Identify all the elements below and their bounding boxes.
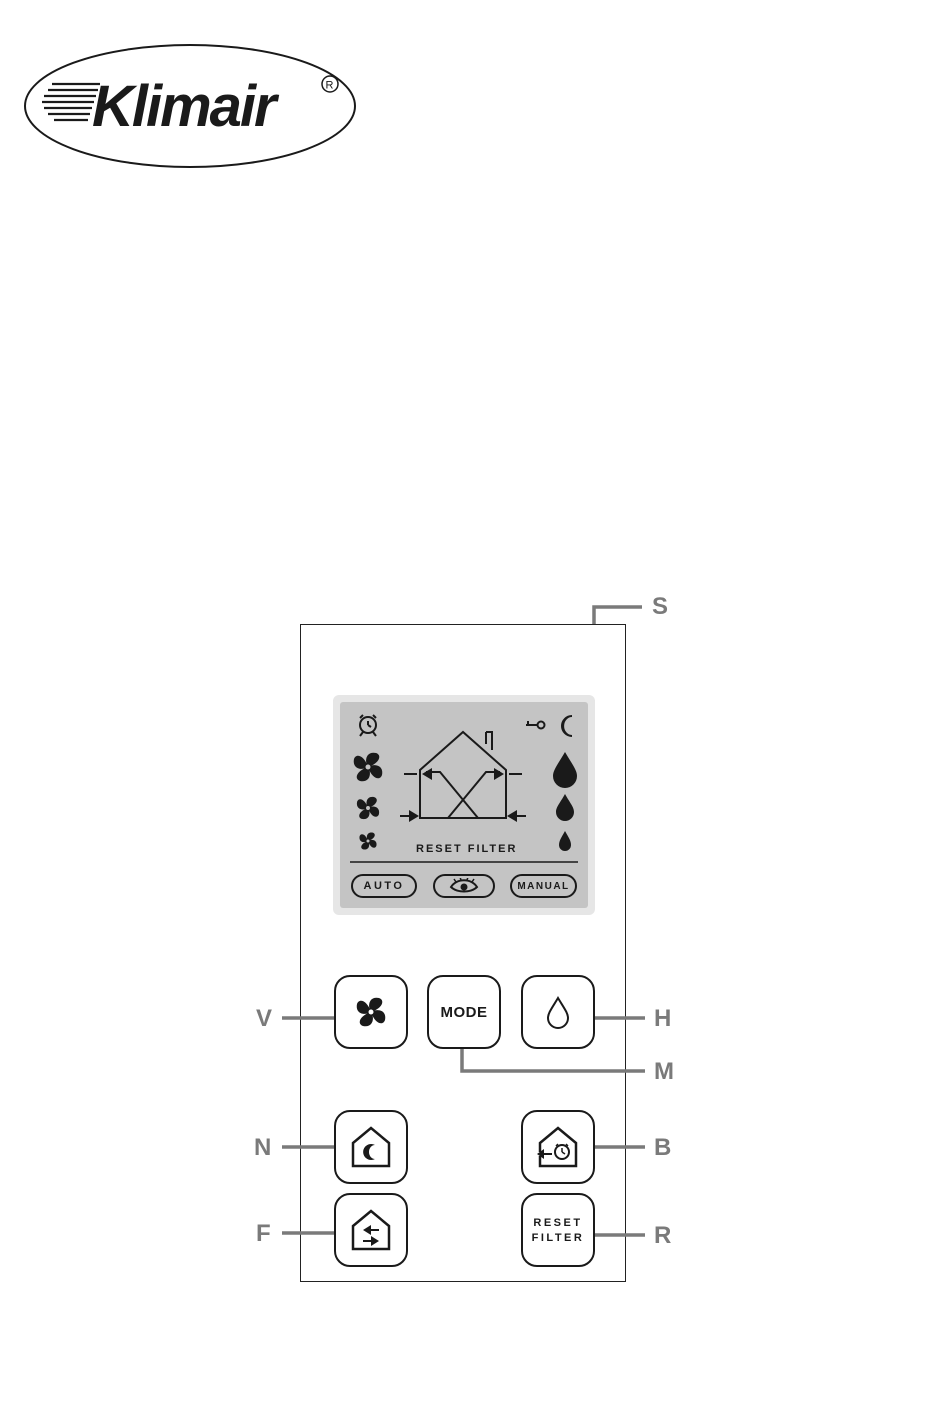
- callout-label-v: V: [256, 1007, 272, 1031]
- drop-outline-icon: [543, 994, 573, 1030]
- house-exchanger-diagram: [400, 732, 526, 818]
- airflow-arrows: [409, 768, 517, 822]
- fan-medium-icon: [357, 797, 379, 819]
- callout-label-n: N: [254, 1136, 271, 1160]
- mode-eco-indicator: [433, 874, 495, 898]
- fan-speed-button[interactable]: [334, 975, 408, 1049]
- callout-label-s: S: [652, 595, 668, 619]
- fan-large-icon: [354, 753, 383, 782]
- callout-line-s: [594, 607, 642, 624]
- moon-icon: [562, 716, 572, 736]
- callout-label-f: F: [256, 1222, 271, 1246]
- house-moon-icon: [347, 1123, 395, 1171]
- house-arrows-icon: [347, 1206, 395, 1254]
- callout-label-h: H: [654, 1007, 671, 1031]
- mode-manual-label: MANUAL: [517, 881, 569, 892]
- klimair-logo: Klimair R: [22, 42, 358, 170]
- callout-label-b: B: [654, 1136, 671, 1160]
- alarm-clock-icon: [360, 715, 376, 736]
- lcd-reset-filter-label: RESET FILTER: [416, 843, 517, 855]
- mode-button[interactable]: MODE: [427, 975, 501, 1049]
- registered-mark: R: [326, 80, 334, 92]
- mode-manual-indicator: MANUAL: [510, 874, 577, 898]
- night-mode-button[interactable]: [334, 1110, 408, 1184]
- reset-filter-line2: FILTER: [532, 1232, 585, 1244]
- eye-icon: [448, 878, 480, 894]
- house-alarm-icon: [532, 1123, 584, 1171]
- boost-button[interactable]: [334, 1193, 408, 1267]
- callout-label-m: M: [654, 1060, 674, 1084]
- timer-button[interactable]: [521, 1110, 595, 1184]
- drop-small-icon: [559, 831, 571, 851]
- mode-auto-indicator: AUTO: [351, 874, 417, 898]
- key-icon: [526, 721, 545, 729]
- reset-filter-button[interactable]: RESET FILTER: [521, 1193, 595, 1267]
- mode-button-label: MODE: [441, 1004, 488, 1021]
- drop-medium-icon: [556, 794, 574, 821]
- reset-filter-line1: RESET: [533, 1217, 582, 1229]
- callout-label-r: R: [654, 1224, 671, 1248]
- humidity-button[interactable]: [521, 975, 595, 1049]
- brand-wordmark: Klimair: [92, 74, 280, 139]
- mode-auto-label: AUTO: [364, 880, 405, 892]
- lcd-display: RESET FILTER AUTO MANUAL: [340, 702, 588, 908]
- fan-small-icon: [359, 832, 376, 849]
- drop-large-icon: [553, 752, 577, 788]
- fan-icon: [351, 992, 391, 1032]
